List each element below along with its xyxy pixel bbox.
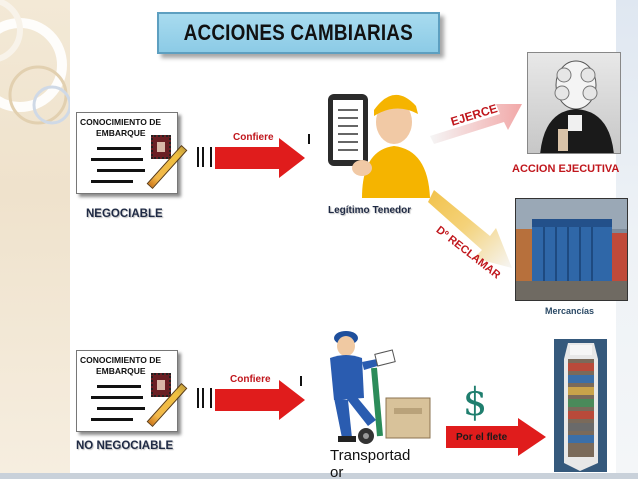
container-ship-image [554,339,607,472]
cargo-container-image [515,198,628,301]
document-line [91,396,143,399]
reclamar-arrow [428,190,512,268]
holder-with-clipboard-illustration [328,94,430,198]
document-title-line1: CONOCIMIENTO DE [80,355,162,365]
document-title-line2: EMBARQUE [96,128,146,138]
carrier-with-hand-truck-illustration [330,331,431,444]
left-decorative-panel [0,0,70,479]
document-title-line1: CONOCIMIENTO DE [80,117,162,127]
arrow-tail-bar [202,388,204,408]
arrow-tick [300,376,302,386]
confiere-arrow-top [215,138,305,178]
document-line [97,407,145,410]
document-line [91,158,143,161]
page-title: ACCIONES CAMBIARIAS [183,20,414,45]
bottom-border [0,473,638,479]
document-line [97,385,141,388]
arrow-tail-bar [210,147,212,167]
stamp-icon [151,373,171,397]
arrow-tail-bar [202,147,204,167]
document-title: CONOCIMIENTO DE EMBARQUE [80,355,176,377]
arrow-tail-bar [210,388,212,408]
doc-status-negociable: NEGOCIABLE [86,208,163,220]
document-line [97,147,141,150]
document-title: CONOCIMIENTO DE EMBARQUE [80,117,176,139]
holder-label: Legítimo Tenedor [328,205,412,216]
mercancias-label: Mercancías [545,306,595,316]
arrow-tail-bar [197,147,199,167]
freight-arrow [446,418,546,456]
decorative-circles [0,0,70,125]
doc-status-no-negociable: NO NEGOCIABLE [76,440,174,452]
arrow-tick [308,134,310,144]
bill-of-lading-document-top: CONOCIMIENTO DE EMBARQUE [76,112,188,194]
ejerce-arrow [430,104,522,144]
confiere-label-bottom: Confiere [230,374,271,385]
confiere-arrow-bottom [215,380,305,420]
judge-image [527,52,621,154]
por-el-flete-label: Por el flete [456,432,508,443]
accion-ejecutiva-label: ACCION EJECUTIVA [512,163,620,175]
bill-of-lading-document-bottom: CONOCIMIENTO DE EMBARQUE [76,350,188,432]
transportador-label: Transportad or [330,447,411,479]
dollar-icon: $ [463,380,488,424]
stamp-icon [151,135,171,159]
title-box: ACCIONES CAMBIARIAS [157,12,440,54]
document-line [91,180,133,183]
document-line [97,169,145,172]
arrow-tail-bar [197,388,199,408]
document-title-line2: EMBARQUE [96,366,146,376]
document-line [91,418,133,421]
confiere-label-top: Confiere [233,132,274,143]
